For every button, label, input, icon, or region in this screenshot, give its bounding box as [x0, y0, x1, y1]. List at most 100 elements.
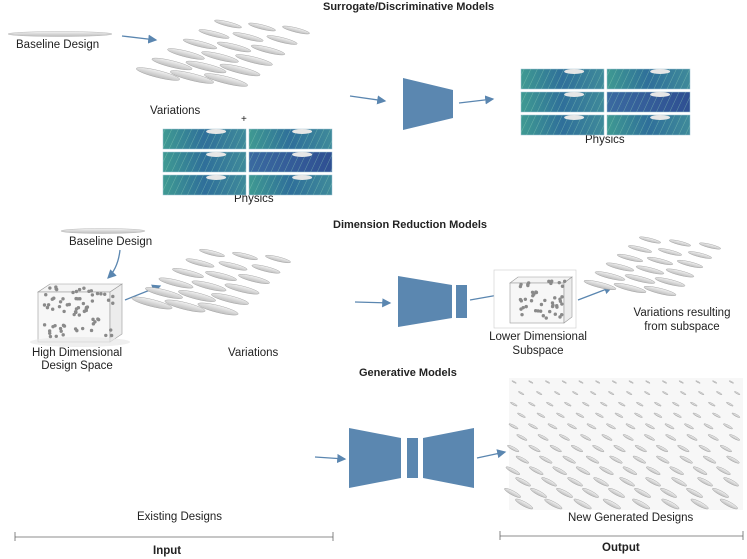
design-shape: [544, 498, 563, 510]
design-shape: [679, 455, 693, 464]
design-shape: [690, 402, 698, 407]
design-shape: [716, 391, 723, 395]
generator-decoder-shape: [423, 428, 474, 488]
design-shape: [729, 434, 740, 441]
design-shape: [639, 236, 661, 244]
design-shape: [232, 32, 264, 42]
design-shape: [164, 299, 206, 313]
design-shape: [606, 423, 616, 430]
design-shape: [178, 290, 216, 302]
subspace-label-1: Lower Dimensional: [489, 331, 587, 343]
design-shape: [665, 434, 677, 441]
design-shape: [559, 434, 570, 441]
design-shape: [636, 402, 644, 407]
design-shape: [158, 277, 194, 289]
design-shape: [508, 423, 519, 430]
dimension-variations-label: Variations: [228, 347, 279, 359]
design-shape: [605, 262, 635, 272]
design-shape: [622, 466, 637, 475]
dimension-variations-shapes: [131, 248, 291, 316]
design-shape: [624, 274, 656, 284]
physics-output-grid: [520, 68, 691, 136]
generator-latent-bar: [407, 438, 418, 478]
design-shape: [528, 402, 536, 407]
design-shape: [582, 402, 590, 407]
design-shape: [182, 38, 218, 50]
design-shape: [216, 41, 252, 53]
design-shape: [515, 477, 531, 487]
design-shape: [250, 44, 286, 56]
design-shape: [595, 412, 604, 418]
surrogate-baseline-label: Baseline Design: [16, 39, 100, 51]
design-shape: [238, 274, 270, 284]
design-shape: [205, 271, 237, 281]
design-shape: [145, 287, 183, 299]
design-shape: [625, 423, 636, 430]
generator-encoder-shape: [349, 428, 401, 488]
design-shape: [734, 391, 741, 395]
design-space-label-2: Design Space: [41, 360, 113, 372]
design-shape: [656, 455, 670, 464]
design-shape: [669, 466, 684, 475]
result-label-1: Variations resulting: [633, 307, 731, 319]
design-shape: [151, 57, 193, 71]
design-shape: [582, 488, 599, 498]
design-shape: [131, 296, 173, 310]
design-shape: [688, 251, 712, 259]
design-shape: [634, 488, 651, 498]
design-shape: [678, 380, 684, 384]
design-shape: [716, 466, 731, 475]
design-shape: [697, 477, 713, 487]
design-shape: [552, 466, 567, 475]
design-shape: [619, 477, 635, 487]
arrow-to-surrogate-model: [349, 95, 387, 105]
output-bracket: [499, 531, 744, 540]
design-shape: [529, 466, 544, 475]
design-shape: [511, 380, 517, 384]
input-bracket: [14, 532, 334, 541]
result-variations-shapes: [583, 236, 721, 296]
design-shape: [664, 423, 675, 430]
design-shape: [197, 302, 239, 316]
design-shape: [644, 434, 655, 441]
design-shape: [507, 445, 520, 453]
design-shape: [665, 268, 695, 278]
design-shape: [572, 391, 579, 395]
design-shape: [218, 261, 248, 271]
design-shape: [556, 412, 565, 418]
surrogate-baseline-shape: [7, 31, 113, 37]
surrogate-title: Surrogate/Discriminative Models: [323, 1, 495, 13]
design-space-cube: [30, 283, 130, 347]
design-shape: [592, 445, 605, 453]
design-shape: [726, 402, 734, 407]
physics-input-grid: [162, 128, 333, 196]
design-shape: [644, 391, 651, 395]
design-shape: [204, 73, 248, 87]
subspace-label-2: Subspace: [512, 345, 564, 357]
design-shape: [654, 277, 686, 287]
surrogate-variations-label: Variations: [150, 105, 201, 117]
subspace-cube: [493, 269, 577, 329]
design-shape: [632, 455, 646, 464]
arrow-to-encoder: [354, 298, 392, 308]
design-shape: [712, 380, 718, 384]
design-shape: [658, 248, 682, 256]
design-shape: [586, 423, 597, 430]
design-shape: [594, 271, 626, 281]
design-shape: [599, 466, 614, 475]
design-shape: [537, 434, 549, 441]
arrow-baseline-to-variations: [121, 34, 158, 44]
design-shape: [707, 434, 719, 441]
design-shape: [561, 380, 567, 384]
design-shape: [723, 423, 733, 430]
design-shape: [703, 455, 717, 464]
design-shape: [211, 293, 249, 305]
design-shape: [662, 391, 669, 395]
design-shape: [616, 253, 644, 263]
design-shape: [575, 466, 591, 475]
design-shape: [248, 22, 276, 32]
design-shape: [719, 445, 732, 453]
design-shape: [545, 380, 550, 384]
design-shape: [613, 445, 626, 453]
design-shape: [201, 51, 239, 63]
